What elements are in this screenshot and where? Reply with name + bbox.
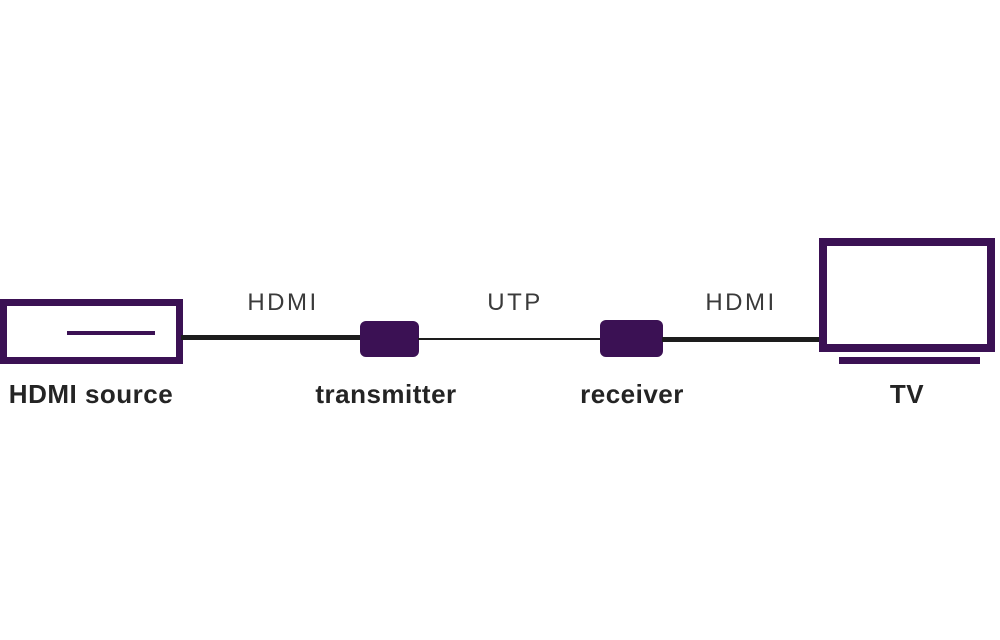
hdmi-cable-source-to-transmitter [181,335,361,340]
link-label-hdmi-1: HDMI [247,289,319,316]
link-label-hdmi-2: HDMI [705,289,777,316]
tv-screen [819,238,995,352]
receiver-box [600,320,663,357]
tv-stand [839,357,980,364]
hdmi-source-slot-icon [67,331,155,335]
node-label-transmitter: transmitter [315,379,457,409]
node-label-receiver: receiver [580,379,684,409]
link-label-utp: UTP [487,289,543,316]
hdmi-cable-receiver-to-tv [662,337,820,342]
node-label-hdmi-source: HDMI source [8,379,174,409]
utp-cable-transmitter-to-receiver [418,338,601,340]
node-label-tv: TV [889,379,925,409]
transmitter-box [360,321,419,357]
